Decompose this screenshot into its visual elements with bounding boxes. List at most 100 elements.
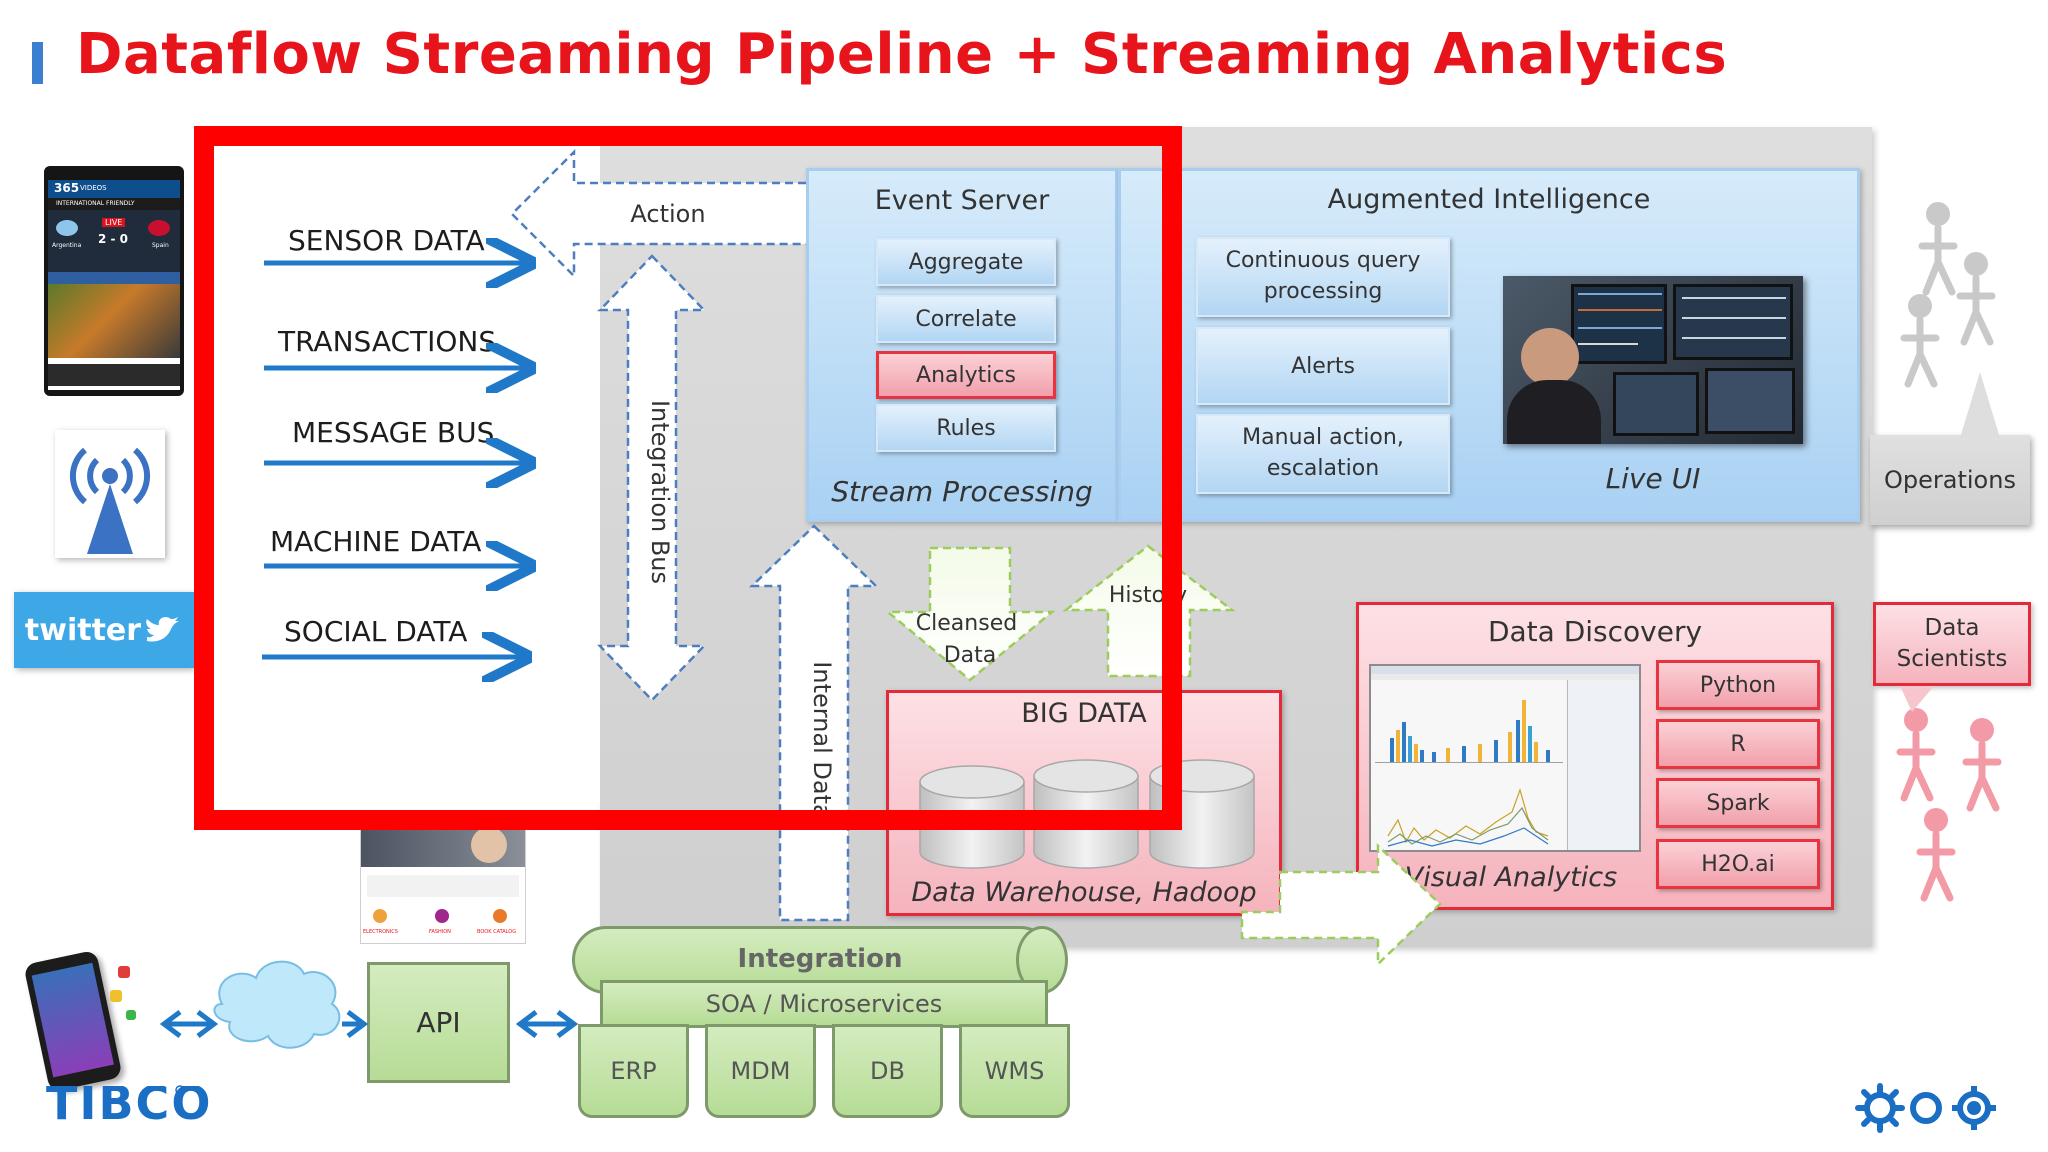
person-icon	[1956, 252, 1996, 346]
data-scientists-box: Data Scientists	[1873, 602, 2031, 686]
person-photo	[471, 827, 507, 863]
bottom-connectors	[159, 1010, 579, 1038]
person-icon	[1962, 718, 2002, 812]
phone-app-sub: VIDEOS	[80, 184, 107, 192]
title-accent-bar	[32, 42, 43, 84]
person-icon	[1916, 808, 1956, 902]
event-server-title: Event Server	[874, 185, 1050, 216]
history-arrow	[1062, 544, 1236, 678]
wireless-tower-icon	[55, 430, 165, 558]
data-scientist-people	[1896, 708, 2002, 902]
tablet-app-image: ELECTRONICS FASHION BOOK CATALOG	[360, 822, 526, 944]
gear-icon	[1855, 1083, 1905, 1133]
augmented-intelligence-title: Augmented Intelligence	[1327, 184, 1651, 215]
person-icon	[1896, 708, 1936, 802]
visual-analytics-label: Visual Analytics	[1404, 862, 1618, 893]
source-message-bus: MESSAGE BUS	[292, 416, 495, 449]
correlate-button[interactable]: Correlate	[876, 295, 1056, 343]
r-button[interactable]: R	[1656, 719, 1820, 769]
operations-people	[1900, 202, 1996, 388]
live-ui-label: Live UI	[1605, 462, 1701, 495]
operations-box: Operations	[1870, 435, 2030, 525]
database-cylinders	[919, 759, 1255, 869]
twitter-badge: twitter	[14, 592, 194, 668]
book-icon	[493, 909, 507, 923]
db-box: DB	[832, 1024, 943, 1118]
source-social-data: SOCIAL DATA	[284, 615, 468, 648]
big-data-title: BIG DATA	[1021, 698, 1147, 729]
cloud-icon	[213, 960, 341, 1049]
action-label: Action	[630, 200, 705, 228]
mini-bar-chart	[1390, 700, 1550, 762]
cleansed-data-label: Cleansed Data	[916, 611, 1024, 668]
flag-icon	[56, 220, 78, 236]
integration-bus-label: Integration Bus	[646, 400, 674, 584]
action-arrow	[510, 148, 806, 280]
source-machine-data: MACHINE DATA	[270, 525, 482, 558]
app-icon	[126, 1010, 136, 1020]
mini-line-chart	[1387, 788, 1549, 847]
phone-app-bar	[48, 180, 180, 198]
app-icon	[110, 990, 122, 1002]
monitor-screen	[1613, 372, 1699, 436]
event-server-box	[806, 168, 1118, 522]
phone-away-team: Spain	[152, 242, 169, 249]
fashion-icon	[435, 909, 449, 923]
analytics-button[interactable]: Analytics	[876, 351, 1056, 399]
live-badge: LIVE	[102, 218, 126, 227]
twitter-label: twitter	[24, 612, 142, 648]
app-icon	[118, 966, 130, 978]
integration-bus-arrow	[597, 254, 707, 702]
manual-action-button[interactable]: Manual action, escalation	[1196, 414, 1450, 494]
trader-body	[1507, 380, 1601, 444]
phone-video-thumb	[48, 284, 180, 358]
highlight-rectangle	[194, 126, 1182, 830]
mdm-box: MDM	[705, 1024, 816, 1118]
data-warehouse-label: Data Warehouse, Hadoop	[911, 877, 1257, 908]
person-icon	[1918, 202, 1958, 296]
data-scientists-callout	[1900, 686, 1934, 712]
phone-screen: 365 VIDEOS INTERNATIONAL FRIENDLY LIVE 2…	[48, 180, 180, 390]
registered-mark-icon	[175, 1085, 185, 1095]
spark-button[interactable]: Spark	[1656, 778, 1820, 828]
internal-data-label: Internal Data	[808, 661, 836, 818]
tablet-cat-fashion: FASHION	[429, 929, 451, 935]
warehouse-to-discovery-arrow	[1240, 843, 1442, 967]
continuous-query-button[interactable]: Continuous query processing	[1196, 237, 1450, 317]
monitor-screen	[1673, 284, 1793, 360]
erp-box: ERP	[578, 1024, 689, 1118]
monitor-screen	[1705, 368, 1795, 434]
trader-head	[1521, 328, 1579, 386]
api-box: API	[367, 962, 510, 1083]
phone-app-name: 365	[54, 181, 80, 195]
phone-home-team: Argentina	[52, 242, 82, 249]
python-button[interactable]: Python	[1656, 660, 1820, 710]
twitter-bird-icon	[146, 616, 180, 642]
tablet-cat-books: BOOK CATALOG	[477, 929, 517, 935]
phone-score: 2 - 0	[98, 232, 129, 246]
phone-match-title: INTERNATIONAL FRIENDLY	[56, 200, 135, 207]
phone-image: 365 VIDEOS INTERNATIONAL FRIENDLY LIVE 2…	[44, 166, 184, 396]
target-icon	[1952, 1086, 1996, 1130]
tablet-cat-electronics: ELECTRONICS	[363, 929, 398, 935]
h2o-button[interactable]: H2O.ai	[1656, 839, 1820, 889]
integration-title: Integration	[737, 944, 903, 974]
electronics-icon	[373, 909, 387, 923]
source-transactions: TRANSACTIONS	[278, 325, 497, 358]
rules-button[interactable]: Rules	[876, 404, 1056, 452]
cleansed-data-line: Data	[944, 643, 997, 668]
monitor-screen	[1571, 284, 1667, 364]
source-sensor-data: SENSOR DATA	[288, 224, 485, 257]
live-ui-photo	[1503, 276, 1803, 444]
operations-callout	[1960, 372, 2000, 438]
page-title: Dataflow Streaming Pipeline + Streaming …	[76, 22, 1728, 87]
flag-icon	[148, 220, 170, 236]
cleansed-data-line: Cleansed	[916, 611, 1017, 636]
wms-box: WMS	[959, 1024, 1070, 1118]
alerts-button[interactable]: Alerts	[1196, 327, 1450, 405]
soa-microservices-box: SOA / Microservices	[600, 980, 1048, 1028]
aggregate-button[interactable]: Aggregate	[876, 238, 1056, 286]
ring-icon	[1910, 1092, 1942, 1124]
stream-processing-label: Stream Processing	[831, 475, 1093, 508]
